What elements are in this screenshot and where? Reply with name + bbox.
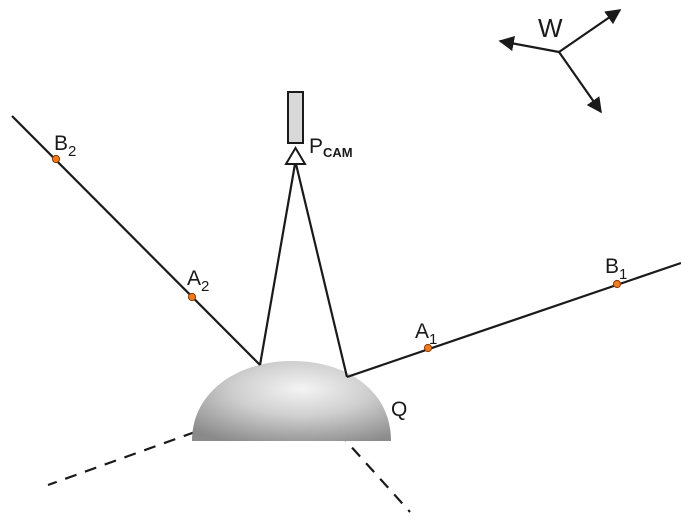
point-a1	[423, 343, 433, 353]
point-b1	[612, 279, 622, 289]
dashed-line-right	[337, 431, 411, 513]
world-axis-down-right	[558, 51, 602, 114]
label-b2: B2	[54, 132, 76, 160]
world-axis-up-right	[558, 9, 622, 53]
label-a2: A2	[187, 267, 209, 295]
dashed-line-left	[47, 430, 196, 487]
camera-lens-triangle	[284, 146, 307, 165]
camera-ray-left	[258, 163, 297, 366]
camera-body	[287, 91, 304, 144]
label-a1: A1	[415, 320, 437, 348]
label-b1: B1	[605, 255, 627, 283]
line-b2	[11, 115, 261, 366]
camera-label: PCAM	[309, 135, 353, 160]
line-b1	[346, 261, 681, 379]
camera-ray-right	[294, 163, 349, 378]
label-q: Q	[391, 398, 407, 421]
world-label: W	[538, 13, 563, 43]
world-axis-left	[498, 35, 560, 54]
point-a2	[187, 292, 197, 302]
world-axes-icon	[498, 9, 622, 114]
dome-surface	[192, 361, 391, 441]
point-b2	[51, 154, 61, 164]
camera-icon	[284, 91, 307, 165]
